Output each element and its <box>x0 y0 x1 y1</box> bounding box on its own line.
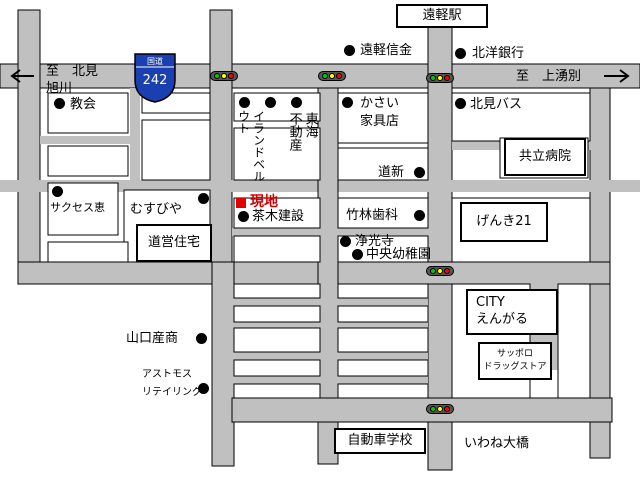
traffic-light-icon <box>426 404 454 414</box>
current-location-label: 現地 <box>250 194 278 210</box>
chaki-kensetsu-label: 茶木建設 <box>252 209 305 224</box>
location-dot-icon <box>344 45 355 56</box>
direction-right-label: 至 上湧別 <box>516 69 582 84</box>
driving-school-box: 自動車学校 <box>334 428 426 454</box>
traffic-light-icon <box>426 73 454 83</box>
route-shield-icon: 国道 242 <box>134 53 176 103</box>
direction-left-label: 至 北見 旭川 <box>46 64 99 96</box>
kitami-bus-label: 北見バス <box>470 97 523 112</box>
doei-housing-label: 道営住宅 <box>147 234 200 250</box>
doshin-label: 道新 <box>378 165 405 180</box>
sapporo-drug-label: サッポロ ドラッグストア <box>483 349 547 372</box>
location-dot-icon <box>54 98 65 109</box>
city-engaru-label: CITY えんがる <box>476 295 529 327</box>
takebayashi-dental-label: 竹林歯科 <box>346 208 399 223</box>
success-kei-label: サクセス恵 <box>50 201 105 214</box>
route-number: 242 <box>143 73 168 88</box>
toy-land-label: ウト <box>236 110 251 134</box>
driving-school-label: 自動車学校 <box>347 432 413 448</box>
location-dot-icon <box>52 186 63 197</box>
location-dot-icon <box>198 383 209 394</box>
location-dot-icon <box>352 249 363 260</box>
church-label: 教会 <box>70 97 97 112</box>
genki21-label: げんき21 <box>476 213 532 229</box>
location-dot-icon <box>265 97 276 108</box>
fudosan-label-left: 不動産 <box>286 112 302 151</box>
location-dot-icon <box>198 193 209 204</box>
location-dot-icon <box>340 236 351 247</box>
route-shield-label: 国道 <box>147 56 163 66</box>
traffic-light-icon <box>210 71 238 81</box>
astomos-label: アストモス リテイリング <box>142 369 202 398</box>
location-dot-icon <box>238 211 249 222</box>
jokoji-label: 浄光寺 <box>355 234 395 249</box>
yamaguchi-sansho-label: 山口産商 <box>126 331 179 346</box>
genki21-box: げんき21 <box>460 202 548 242</box>
kyoritsu-hospital-box: 共立病院 <box>504 138 586 176</box>
doei-housing-box: 道営住宅 <box>136 224 212 262</box>
current-location-marker-icon <box>236 198 246 208</box>
location-dot-icon <box>414 167 425 178</box>
left-arrow-icon <box>10 69 34 83</box>
location-dot-icon <box>455 48 466 59</box>
location-dot-icon <box>414 210 425 221</box>
sapporo-drug-box: サッポロ ドラッグストア <box>478 342 552 380</box>
station-label: 遠軽駅 <box>422 7 462 23</box>
enkei-shinkin-label: 遠軽信金 <box>360 43 413 58</box>
location-dot-icon <box>342 97 353 108</box>
traffic-light-icon <box>426 266 454 276</box>
chuo-kindergarten-label: 中央幼稚園 <box>366 247 432 262</box>
hokuyo-bank-label: 北洋銀行 <box>472 46 525 61</box>
traffic-light-icon <box>318 71 346 81</box>
right-arrow-icon <box>604 69 630 83</box>
kyoritsu-hospital-label: 共立病院 <box>518 148 571 164</box>
location-dot-icon <box>291 97 302 108</box>
iwane-bridge-label: いわね大橋 <box>464 436 530 451</box>
station-box: 遠軽駅 <box>396 4 488 28</box>
toy-land-label-2: イランドベル <box>251 110 266 182</box>
city-engaru-box: CITY えんがる <box>466 289 558 335</box>
kasai-furniture-label: かさい 家具店 <box>360 96 400 130</box>
musubiya-label: むすびや <box>130 202 183 217</box>
location-dot-icon <box>196 333 207 344</box>
location-dot-icon <box>239 97 250 108</box>
location-dot-icon <box>455 98 466 109</box>
fudosan-label-right: 東海 <box>302 112 318 138</box>
